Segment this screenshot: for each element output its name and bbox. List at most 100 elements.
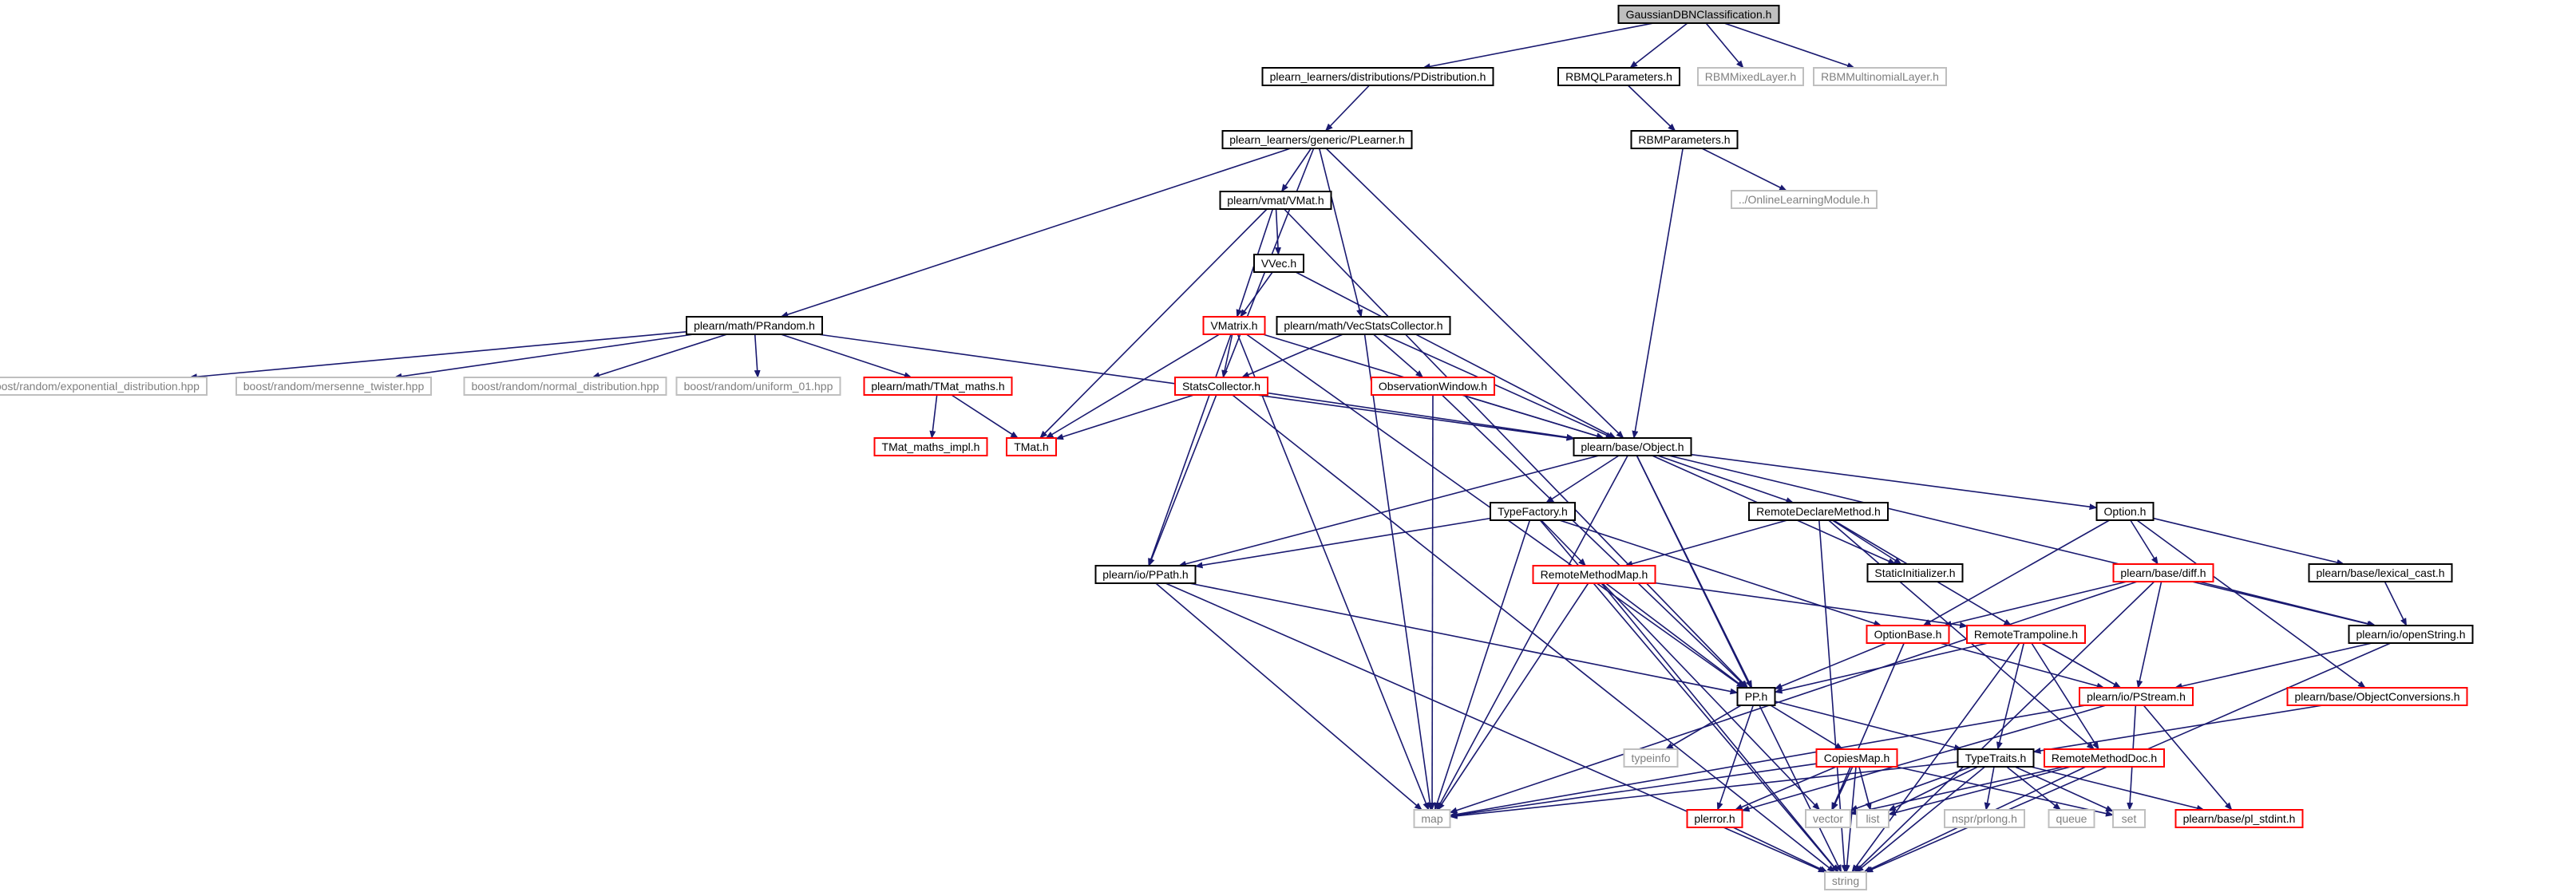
edge-statscol-to-tmat: [1055, 394, 1194, 440]
edge-typefactory-to-remotemap: [1541, 519, 1586, 566]
edge-prandom-to-bnorm: [592, 334, 727, 379]
node-lexcast[interactable]: plearn/base/lexical_cast.h: [2308, 563, 2453, 582]
node-label: PP.h: [1745, 690, 1768, 703]
node-diff[interactable]: plearn/base/diff.h: [2112, 563, 2214, 582]
edge-object-to-map: [1436, 455, 1628, 811]
edge-ppath-to-pp: [1189, 582, 1739, 695]
node-box: [2048, 809, 2095, 828]
edge-tmatmaths-to-tmat: [951, 394, 1019, 439]
node-label: plearn/io/PPath.h: [1102, 568, 1188, 581]
node-remotetramp[interactable]: RemoteTrampoline.h: [1966, 625, 2086, 644]
node-vector: vector: [1805, 809, 1851, 828]
node-plerror[interactable]: plerror.h: [1686, 809, 1743, 828]
edge-copiesmap-to-list: [1858, 766, 1872, 811]
node-remotedoc[interactable]: RemoteMethodDoc.h: [2044, 748, 2165, 768]
node-box: [1413, 809, 1451, 828]
node-typefactory[interactable]: TypeFactory.h: [1490, 502, 1576, 521]
node-box: [235, 377, 432, 396]
node-label: plearn/base/pl_stdint.h: [2183, 812, 2296, 825]
node-label: TMat.h: [1014, 440, 1049, 453]
node-label: ../OnlineLearningModule.h: [1739, 193, 1870, 206]
node-label: nspr/prlong.h: [1952, 812, 2017, 825]
node-label: list: [1866, 812, 1879, 825]
node-label: CopiesMap.h: [1824, 752, 1890, 764]
node-vmatrix[interactable]: VMatrix.h: [1202, 316, 1266, 335]
node-tmatmaths[interactable]: plearn/math/TMat_maths.h: [863, 377, 1013, 396]
node-pp[interactable]: PP.h: [1736, 687, 1776, 706]
node-pstream[interactable]: plearn/io/PStream.h: [2079, 687, 2194, 706]
node-stdint[interactable]: plearn/base/pl_stdint.h: [2174, 809, 2304, 828]
node-label: plearn/base/ObjectConversions.h: [2294, 690, 2459, 703]
node-label: VMatrix.h: [1210, 319, 1257, 332]
edge-typetraits-to-map: [1449, 761, 1958, 819]
edge-vvec-to-object: [1295, 271, 1616, 439]
edge-pp-to-typeinfo: [1664, 705, 1742, 750]
edge-plearner-to-vmat: [1280, 148, 1312, 192]
node-openstring[interactable]: plearn/io/openString.h: [2348, 625, 2474, 644]
edge-object-to-ppath: [1177, 455, 1600, 567]
edge-vmatrix-to-ppath: [1148, 334, 1232, 566]
node-rbmparams[interactable]: RBMParameters.h: [1630, 130, 1739, 149]
edge-statscol-to-object: [1267, 392, 1575, 440]
edge-pstream-to-map: [1449, 705, 2086, 818]
node-typeinfo: typeinfo: [1623, 748, 1679, 768]
edge-lexcast-to-openstring: [2384, 581, 2408, 626]
node-label: typeinfo: [1631, 752, 1670, 764]
node-pdist[interactable]: plearn_learners/distributions/PDistribut…: [1261, 67, 1494, 86]
edge-tmatmaths-to-tmatimpl: [929, 394, 938, 439]
node-tmat[interactable]: TMat.h: [1006, 437, 1057, 456]
node-tmatimpl[interactable]: TMat_maths_impl.h: [873, 437, 988, 456]
edge-option-to-objconv: [2136, 519, 2366, 689]
node-typetraits[interactable]: TypeTraits.h: [1957, 748, 2035, 768]
node-remotemap[interactable]: RemoteMethodMap.h: [1532, 565, 1656, 584]
node-root[interactable]: GaussianDBNClassification.h: [1617, 5, 1780, 24]
node-remotedecl[interactable]: RemoteDeclareMethod.h: [1748, 502, 1889, 521]
edge-typetraits-to-set: [2014, 766, 2114, 812]
node-label: plearn/base/diff.h: [2120, 566, 2206, 579]
edge-vmat-to-tmat: [1039, 208, 1268, 439]
node-vecstats[interactable]: plearn/math/VecStatsCollector.h: [1276, 316, 1451, 335]
node-box: [675, 377, 841, 396]
node-box: [2112, 809, 2146, 828]
node-label: RBMQLParameters.h: [1565, 70, 1672, 83]
node-statscol[interactable]: StatsCollector.h: [1174, 377, 1268, 396]
edge-copiesmap-to-map: [1449, 763, 1817, 819]
node-staticinit[interactable]: StaticInitializer.h: [1866, 563, 1964, 582]
node-copiesmap[interactable]: CopiesMap.h: [1815, 748, 1898, 768]
node-box: [2079, 687, 2194, 706]
edge-obswin-to-map: [1429, 394, 1436, 811]
node-box: [1006, 437, 1057, 456]
node-box: [863, 377, 1013, 396]
node-option[interactable]: Option.h: [2095, 502, 2155, 521]
edge-openstring-to-pstream: [2174, 642, 2372, 689]
node-prandom[interactable]: plearn/math/PRandom.h: [686, 316, 823, 335]
node-plearner[interactable]: plearn_learners/generic/PLearner.h: [1221, 130, 1413, 149]
node-box: [1557, 67, 1680, 86]
edge-pp-to-typetraits: [1775, 701, 1963, 751]
node-object[interactable]: plearn/base/Object.h: [1573, 437, 1692, 456]
node-bmers: boost/random/mersenne_twister.hpp: [235, 377, 432, 396]
edge-option-to-diff: [2130, 519, 2159, 565]
node-vmat[interactable]: plearn/vmat/VMat.h: [1219, 191, 1332, 210]
edge-remotemap-to-string: [1601, 582, 1839, 873]
node-ppath[interactable]: plearn/io/PPath.h: [1094, 565, 1197, 584]
node-box: [1253, 254, 1304, 273]
node-box: [0, 377, 208, 396]
node-box: [1630, 130, 1739, 149]
edge-plerror-to-string: [1732, 827, 1828, 873]
node-label: VVec.h: [1261, 257, 1296, 270]
node-box: [1261, 67, 1494, 86]
edge-vmatrix-to-map: [1237, 334, 1430, 811]
edge-ppath-to-string: [1165, 582, 1826, 873]
edge-typetraits-to-queue: [2006, 766, 2062, 811]
node-objconv[interactable]: plearn/base/ObjectConversions.h: [2286, 687, 2468, 706]
node-optionbase[interactable]: OptionBase.h: [1866, 625, 1950, 644]
edge-object-to-option: [1691, 453, 2098, 511]
node-rbmmulti: RBMMultinomialLayer.h: [1813, 67, 1947, 86]
node-vvec[interactable]: VVec.h: [1253, 254, 1304, 273]
node-obswin[interactable]: ObservationWindow.h: [1371, 377, 1495, 396]
edge-plearner-to-object: [1325, 148, 1624, 439]
node-rbmql[interactable]: RBMQLParameters.h: [1557, 67, 1680, 86]
node-buni: boost/random/uniform_01.hpp: [675, 377, 841, 396]
edge-optionbase-to-pstream: [1940, 642, 2105, 689]
